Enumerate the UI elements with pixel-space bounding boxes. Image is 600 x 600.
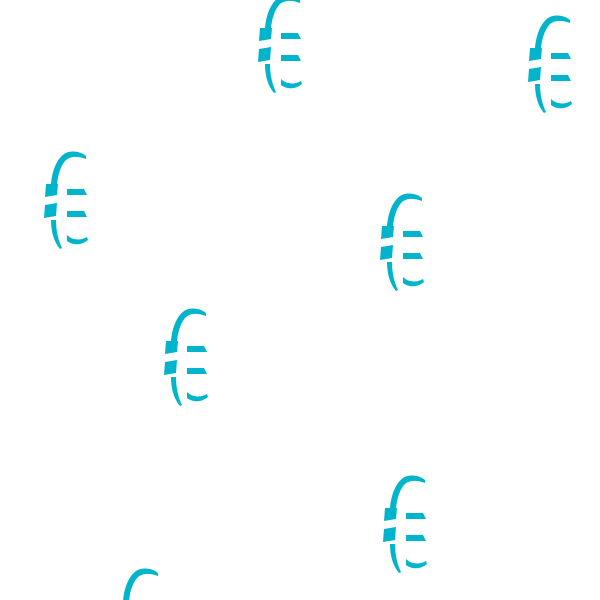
euro-icon (250, 0, 306, 94)
euro-icon (156, 307, 212, 407)
euro-icon (520, 14, 576, 114)
pattern-label: Euro symbol pattern (0, 0, 1, 1)
euro-icon (108, 567, 164, 600)
euro-icon (36, 150, 92, 250)
euro-icon (372, 192, 428, 292)
euro-icon (375, 474, 431, 574)
